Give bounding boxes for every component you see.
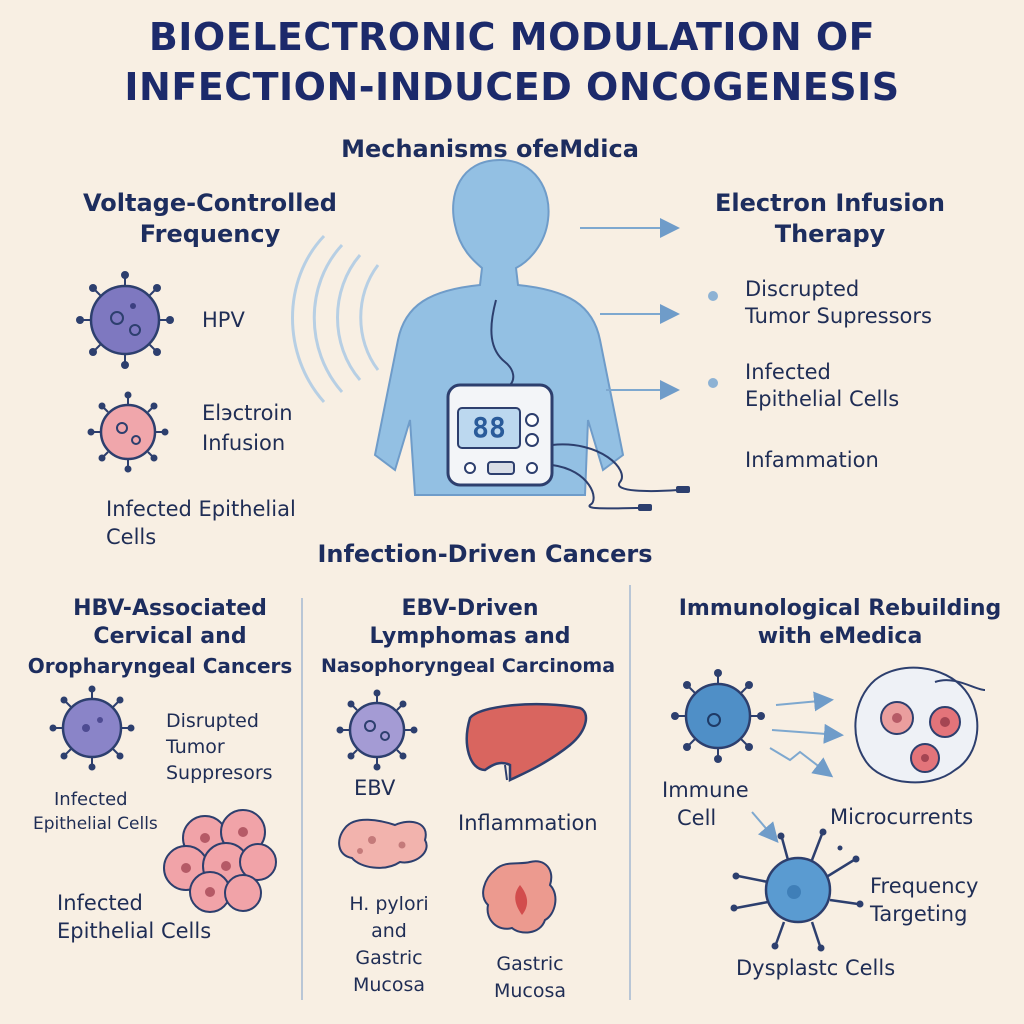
col1-infected-small-line-1: Infected <box>54 789 128 810</box>
col2-inflammation-label: Inflammation <box>458 811 598 835</box>
bullet-dot <box>708 291 718 301</box>
electroin-label-line-1: Elэctroin <box>202 401 293 425</box>
ebv-label: EBV <box>354 776 396 800</box>
ebv-virus-icon <box>336 689 418 771</box>
hpv-label: HPV <box>202 308 245 332</box>
col1-infected-large-line-1: Infected <box>57 891 143 915</box>
immune-cell-label-line-1: Immune <box>662 778 749 802</box>
infected-epithelial-label-line-1: Infected Epithelial <box>106 497 296 521</box>
hbv-heading-line-2: Cervical and <box>93 624 247 649</box>
disrupted-suppressors-line-2: Tumor Supressors <box>745 304 932 328</box>
therapy-arrows <box>580 218 680 400</box>
inflammation-right-label: Infammation <box>745 448 879 472</box>
ebv-heading-line-2: Lymphomas and <box>369 624 571 649</box>
h-pylori-label-line-4: Mucosa <box>352 974 426 996</box>
hbv-heading-line-1: HBV-Associated <box>73 596 267 621</box>
h-pylori-label-line-2: and <box>371 920 407 942</box>
cancers-heading: Infection-Driven Cancers <box>317 540 653 568</box>
electroin-label-line-2: Infusion <box>202 431 286 455</box>
gastric-mucosa-icon <box>482 860 557 934</box>
infected-cell-cluster-icon <box>163 809 277 913</box>
h-pylori-label-line-3: Gastric <box>355 947 423 969</box>
device-display: 88 <box>472 411 506 444</box>
hbv-heading-line-3: Oropharyngeal Cancers <box>27 654 293 678</box>
h-pylori-cell-icon <box>338 818 428 869</box>
human-body-icon <box>373 158 625 496</box>
immune-cell-label-line-2: Cell <box>677 806 717 830</box>
page-title-line-2: INFECTION-INDUCED ONCOGENESIS <box>124 65 900 109</box>
hbv-virus-icon <box>49 685 135 771</box>
signal-waves-icon <box>291 234 380 403</box>
infected-epithelial-label-line-2: Cells <box>106 525 157 549</box>
mechanisms-heading: Mechanisms ofeMdica <box>341 135 639 163</box>
col1-disrupted-line-2: Tumor <box>166 736 225 758</box>
h-pylori-label-line-1: H. pylori <box>349 893 429 915</box>
col1-disrupted-line-3: Suppresors <box>166 762 273 784</box>
immunological-heading-line-1: Immunological Rebuilding <box>678 596 1002 621</box>
hpv-virus-icon <box>76 271 174 369</box>
liver-icon <box>465 702 588 783</box>
frequency-targeting-line-1: Frequency <box>870 874 979 898</box>
dysplastic-cells-label: Dysplastc Cells <box>736 956 896 980</box>
immunological-heading-line-2: with eMedica <box>757 624 923 649</box>
disrupted-suppressors-line-1: Discrupted <box>745 277 860 301</box>
microcurrent-arrows <box>751 691 844 844</box>
frequency-targeting-line-2: Targeting <box>870 902 968 926</box>
voltage-heading-line-2: Frequency <box>139 220 281 248</box>
col1-disrupted-line-1: Disrupted <box>166 710 259 732</box>
infected-cells-right-line-1: Infected <box>745 360 831 384</box>
col1-infected-small-line-2: Epithelial Cells <box>33 814 158 834</box>
bullet-dot <box>708 378 718 388</box>
col1-infected-large-line-2: Epithelial Cells <box>57 919 212 943</box>
pink-virus-icon <box>87 391 169 473</box>
ebv-heading-line-1: EBV-Driven <box>401 596 539 621</box>
voltage-heading-line-1: Voltage-Controlled <box>83 189 337 217</box>
gastric-mucosa-label-line-2: Mucosa <box>493 980 567 1002</box>
immune-cell-icon <box>671 669 765 763</box>
electron-therapy-heading-line-2: Therapy <box>774 220 886 248</box>
dysplastic-cells-icon <box>854 666 986 784</box>
electron-therapy-heading-line-1: Electron Infusion <box>715 189 945 217</box>
microcurrents-label: Microcurrents <box>830 805 974 829</box>
gastric-mucosa-label-line-1: Gastric <box>496 953 564 975</box>
frequency-targeting-cell-icon <box>730 828 864 952</box>
infected-cells-right-line-2: Epithelial Cells <box>745 387 900 411</box>
page-title-line-1: BIOELECTRONIC MODULATION OF <box>148 15 876 59</box>
emedica-device-icon <box>446 383 690 511</box>
ebv-heading-line-3: Nasophoryngeal Carcinoma <box>320 655 616 677</box>
